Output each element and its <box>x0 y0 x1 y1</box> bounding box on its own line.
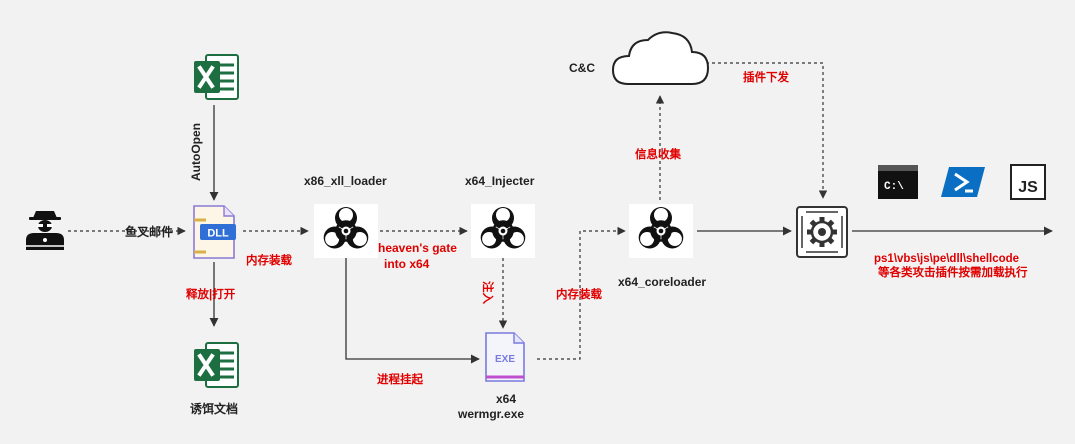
mem-load-label-1: 内存装载 <box>246 253 292 267</box>
decoy-doc-label: 诱饵文档 <box>190 401 238 416</box>
process-suspend-label: 进程挂起 <box>377 372 423 386</box>
powershell-icon <box>941 167 985 197</box>
heavens-gate-label-1: heaven's gate <box>378 241 457 255</box>
hacker-icon <box>26 211 64 250</box>
heavens-gate-label-2: into x64 <box>384 257 430 271</box>
x64-coreloader-label: x64_coreloader <box>618 275 706 289</box>
wermgr-label: wermgr.exe <box>457 407 524 421</box>
excel-icon <box>192 53 240 101</box>
js-icon: JS <box>1010 164 1046 200</box>
plugin-deliver-label: 插件下发 <box>743 70 789 84</box>
excel-icon <box>192 341 240 389</box>
cnc-label: C&C <box>569 61 595 75</box>
js-text: JS <box>1018 179 1038 196</box>
dll-badge: DLL <box>207 228 229 240</box>
cmd-icon: C:\ <box>878 165 918 199</box>
cloud-icon <box>611 31 710 85</box>
x64-injecter-label: x64_Injecter <box>465 174 535 188</box>
release-open-label: 释放|打开 <box>186 287 236 301</box>
autoopen-label: AutoOpen <box>189 123 203 181</box>
edge-plugin-deliver <box>706 62 828 199</box>
edge-process-suspend <box>345 258 480 364</box>
x64-label: x64 <box>496 392 516 406</box>
exe-file-icon: EXE <box>485 332 525 382</box>
info-collect-label: 信息收集 <box>635 147 681 161</box>
cmd-text: C:\ <box>884 181 904 193</box>
dll-file-icon: DLL <box>193 205 236 259</box>
plugins-label-2: 等各类攻击插件按需加载执行 <box>877 265 1028 279</box>
inject-label: 注入 <box>481 281 495 304</box>
exe-badge: EXE <box>495 354 515 365</box>
plugins-label-1: ps1\vbs\js\pe\dll\shellcode <box>874 253 1019 265</box>
phishing-mail-label: 鱼叉邮件 <box>125 224 173 239</box>
biohazard-icon <box>312 202 380 260</box>
x86-loader-label: x86_xll_loader <box>304 174 387 188</box>
biohazard-icon <box>469 202 537 260</box>
edge-mem-load-2 <box>537 226 626 360</box>
mem-load-label-2: 内存装载 <box>556 287 602 301</box>
gear-module-icon <box>796 206 848 258</box>
biohazard-icon <box>627 202 695 260</box>
